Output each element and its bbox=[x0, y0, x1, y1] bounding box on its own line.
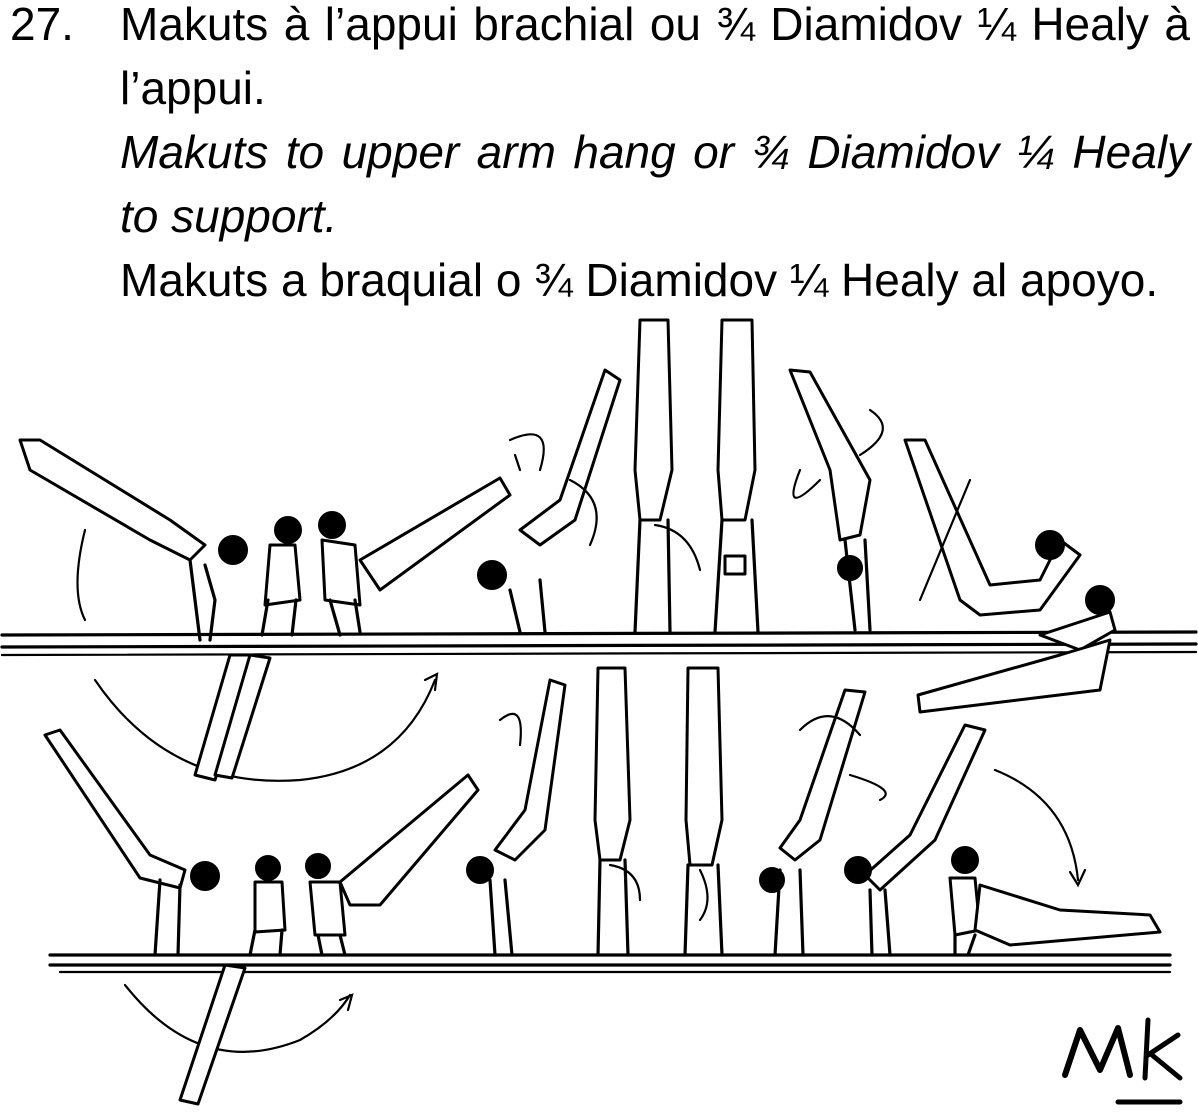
element-number: 27. bbox=[10, 0, 74, 56]
element-name-french: Makuts à l’appui brachial ou ¾ Diamidov … bbox=[120, 0, 1190, 120]
upper-sequence bbox=[20, 320, 1115, 781]
element-name-english: Makuts to upper arm hang or ¾ Diamidov ¼… bbox=[120, 120, 1190, 248]
lower-bars bbox=[50, 955, 1170, 972]
gymnastics-illustration bbox=[0, 300, 1198, 1118]
signature-mark bbox=[1065, 1020, 1180, 1102]
upper-bars bbox=[2, 632, 1196, 655]
